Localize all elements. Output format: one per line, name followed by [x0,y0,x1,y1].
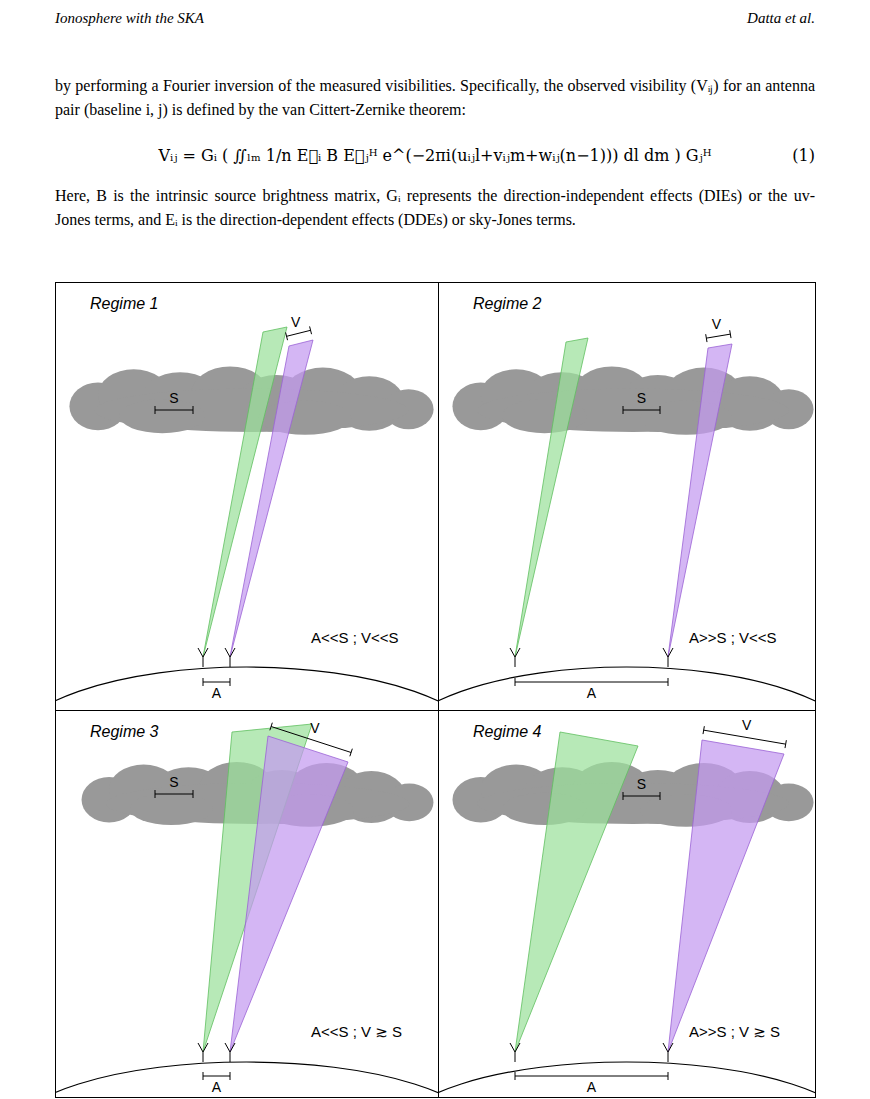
regime-illustration [438,330,815,710]
body-text: Here, B is the intrinsic source brightne… [55,184,815,232]
scale-label: V [310,720,319,736]
scale-bar [203,678,230,686]
scale-label: V [742,717,751,733]
antenna-beam [668,740,784,1052]
panel-title: Regime 3 [90,723,158,741]
antenna-symbol [663,1043,673,1062]
earth-surface [438,1062,815,1097]
earth-surface [55,1062,438,1097]
scale-bar [623,406,660,414]
scale-bar [515,1072,668,1080]
regime-panel: Regime 4 A>>S ; V ≳ S [438,710,816,1098]
earth-surface [438,667,815,710]
scale-label: V [291,314,300,330]
antenna-beam [515,338,588,657]
scale-label: A [587,1079,596,1095]
antenna-symbol [198,648,208,667]
antenna-beam [668,344,732,657]
regime-condition: A>>S ; V ≳ S [689,1023,780,1041]
regime-panel: Regime 3 A<<S ; V ≳ S [55,710,439,1098]
panel-title: Regime 2 [473,295,541,313]
antenna-beam [230,736,348,1052]
panel-title: Regime 1 [90,295,158,313]
running-header: Ionosphere with the SKA [55,10,204,27]
scale-label: A [212,1079,221,1095]
ionosphere-cloud [452,366,813,434]
scale-bar [623,792,660,800]
scale-label: A [587,685,596,701]
scale-label: S [169,774,178,790]
scale-label: S [169,390,178,406]
regime-panel: Regime 1 A<<S ; V<<S [55,282,439,711]
antenna-symbol [198,1043,208,1062]
running-header: Datta et al. [747,10,815,27]
panel-title: Regime 4 [473,723,541,741]
antenna-symbol [225,648,235,667]
regime-illustration [55,326,438,710]
scale-bar [155,790,193,798]
equation: Vᵢⱼ = Gᵢ ( ∬ₗₘ 1/n E⃗ᵢ B E⃗ⱼᴴ e^(−2πi(uᵢ… [158,146,711,165]
antenna-symbol [510,1043,520,1062]
scale-label: S [637,776,646,792]
regime-illustration [438,726,815,1097]
antenna-beam [203,327,287,657]
scale-label: A [212,685,221,701]
equation-number: (1) [792,146,815,165]
antenna-symbol [510,648,520,667]
scale-bar [155,406,193,414]
scale-label: V [712,316,721,332]
antenna-beam [515,732,638,1052]
scale-label: S [637,390,646,406]
regime-condition: A>>S ; V<<S [689,629,777,646]
antenna-beam [230,340,313,657]
antenna-symbol [225,1043,235,1062]
body-text: by performing a Fourier inversion of the… [55,74,815,122]
regime-illustration [55,723,438,1097]
regime-condition: A<<S ; V ≳ S [311,1023,402,1041]
scale-bar [515,678,668,686]
regime-panel: Regime 2 A>>S ; V<<S [438,282,816,711]
scale-bar [203,1072,230,1080]
regime-condition: A<<S ; V<<S [311,629,399,646]
antenna-symbol [663,648,673,667]
earth-surface [55,667,438,710]
